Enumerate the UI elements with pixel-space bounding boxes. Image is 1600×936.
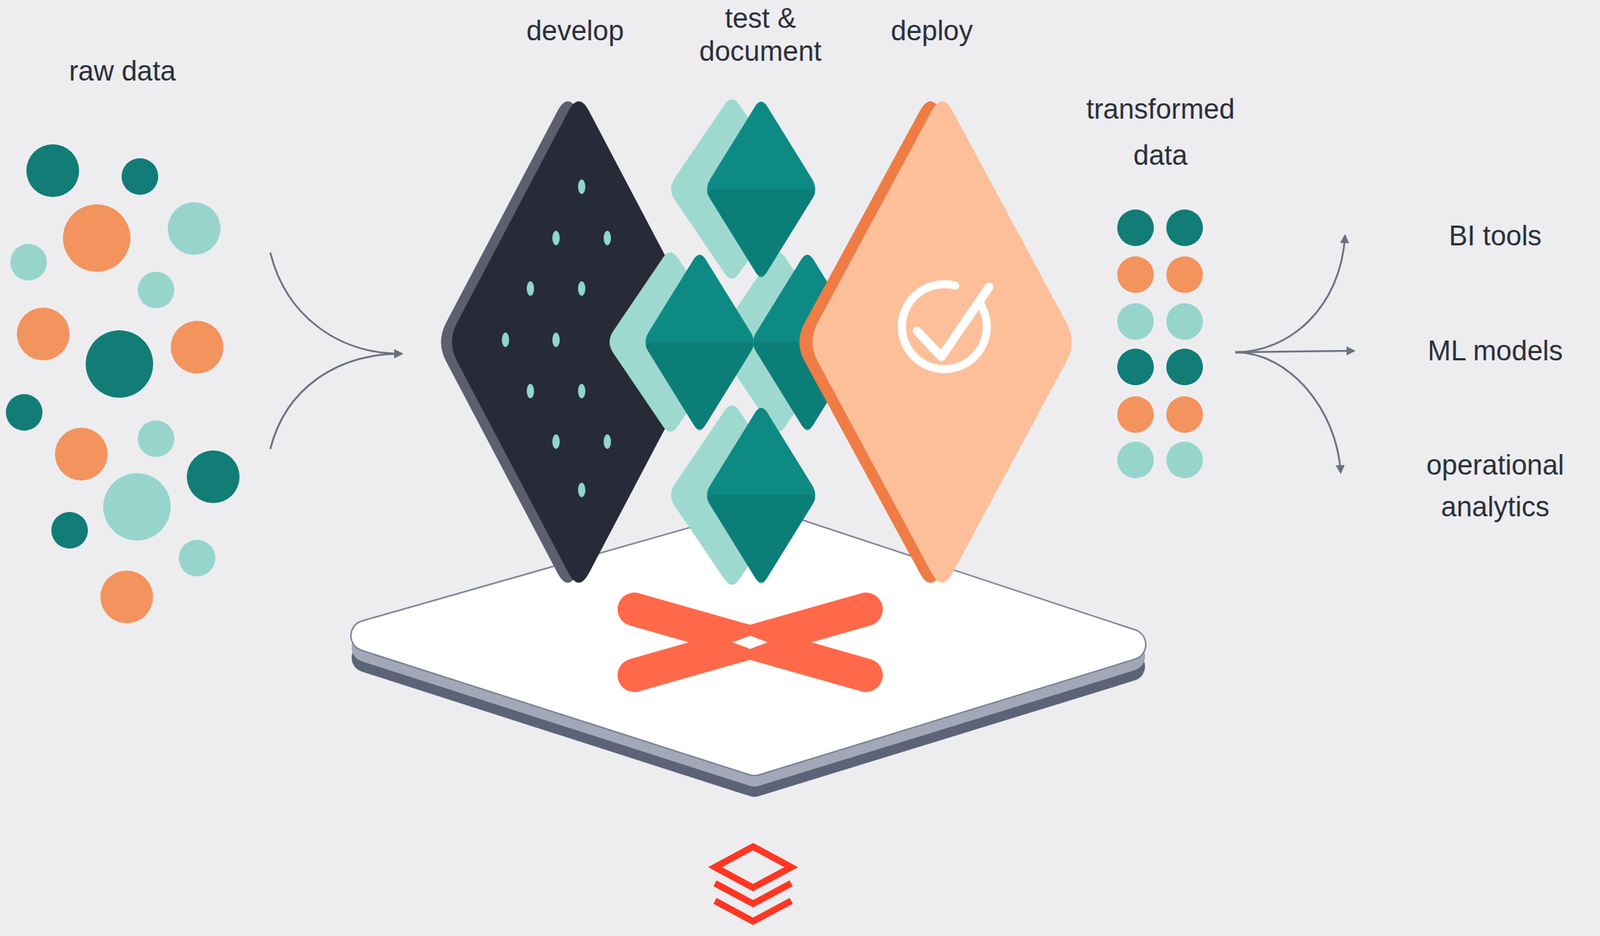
data-dot bbox=[1117, 256, 1154, 294]
stage-heading: test & document bbox=[683, 2, 838, 69]
data-dot bbox=[1117, 209, 1154, 247]
data-dot bbox=[1166, 209, 1203, 247]
data-dot bbox=[1117, 396, 1154, 433]
databricks-logo bbox=[715, 846, 792, 922]
dbt-logo bbox=[634, 609, 866, 676]
data-dot bbox=[137, 420, 175, 458]
data-dot bbox=[1166, 348, 1203, 386]
code-dot bbox=[501, 332, 510, 348]
cube-shade bbox=[706, 189, 816, 278]
shape-outline bbox=[791, 11, 1081, 598]
check-mark bbox=[917, 287, 990, 357]
code-dot bbox=[526, 383, 535, 399]
data-dot bbox=[100, 570, 154, 624]
logo-layer bbox=[715, 901, 792, 922]
data-dot bbox=[10, 243, 47, 281]
data-dot bbox=[1166, 396, 1203, 433]
code-dot bbox=[578, 482, 586, 498]
flow-arrow bbox=[270, 353, 402, 450]
data-dot bbox=[1166, 441, 1203, 479]
data-dot bbox=[1166, 303, 1203, 340]
output-label: operational analytics bbox=[1407, 444, 1584, 529]
data-dot bbox=[1117, 303, 1154, 340]
shape-group bbox=[799, 101, 1072, 584]
data-dot bbox=[1166, 256, 1203, 294]
data-dot bbox=[54, 427, 108, 481]
data-dot bbox=[170, 320, 224, 374]
deploy-diamond bbox=[812, 101, 1072, 584]
section-label: raw data bbox=[68, 54, 176, 88]
code-dot bbox=[578, 179, 586, 195]
code-dot bbox=[526, 281, 535, 296]
cube-shade bbox=[706, 495, 816, 584]
dbt-logo-center bbox=[732, 635, 768, 650]
code-dot bbox=[552, 332, 560, 348]
data-dot bbox=[121, 158, 159, 195]
deploy-diamond: deploy bbox=[791, 11, 1081, 598]
cube-shade bbox=[645, 342, 754, 431]
data-dot bbox=[178, 539, 216, 577]
flow-arrow bbox=[1235, 350, 1354, 353]
data-dot bbox=[1117, 348, 1154, 386]
flow-arrow bbox=[1235, 235, 1346, 353]
transformed-data-dots bbox=[1117, 209, 1203, 479]
data-dot bbox=[167, 202, 221, 255]
logo-layer bbox=[715, 883, 792, 905]
data-dot bbox=[137, 271, 175, 309]
flow-arrow bbox=[1235, 352, 1341, 473]
raw-data-dots bbox=[5, 144, 240, 624]
data-dot bbox=[103, 473, 171, 541]
logo-layer bbox=[715, 846, 792, 888]
data-dot bbox=[1117, 441, 1154, 479]
section-label: transformed data bbox=[1072, 86, 1249, 179]
code-dot bbox=[552, 230, 560, 246]
flow-arrow bbox=[270, 252, 402, 354]
data-dot bbox=[5, 394, 43, 431]
stage-heading: deploy bbox=[890, 14, 973, 48]
dbt-logo bbox=[634, 609, 866, 676]
data-dot bbox=[51, 512, 88, 549]
data-dot bbox=[85, 330, 154, 398]
stage-heading: develop bbox=[526, 14, 624, 48]
code-dot bbox=[552, 434, 560, 450]
data-dot bbox=[16, 307, 70, 361]
code-dot bbox=[578, 281, 586, 296]
code-dot bbox=[603, 434, 611, 450]
data-dot bbox=[186, 450, 240, 504]
output-label: ML models bbox=[1427, 334, 1563, 368]
data-dot bbox=[63, 204, 131, 272]
output-label: BI tools bbox=[1449, 219, 1543, 253]
data-dot bbox=[26, 144, 80, 198]
code-dot bbox=[603, 230, 611, 246]
code-dot bbox=[578, 383, 586, 399]
